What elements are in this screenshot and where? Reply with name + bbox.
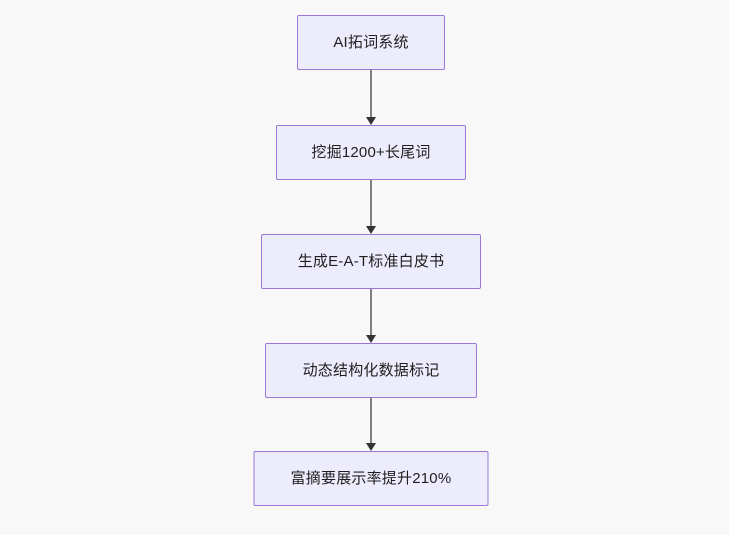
flow-node-label: 生成E-A-T标准白皮书: [297, 253, 445, 270]
flow-connector-node-2-to-node-3: [364, 180, 378, 234]
flow-node-ai-keyword-system[interactable]: AI拓词系统: [297, 15, 445, 70]
flow-connector-node-4-to-node-5: [364, 398, 378, 451]
flow-node-mine-longtail-keywords[interactable]: 挖掘1200+长尾词: [276, 125, 466, 180]
arrowhead-icon: [366, 117, 376, 125]
flow-node-rich-snippet-rate-increase[interactable]: 富摘要展示率提升210%: [253, 451, 489, 506]
flow-node-dynamic-structured-data-markup[interactable]: 动态结构化数据标记: [265, 343, 477, 398]
flow-connector-node-3-to-node-4: [364, 289, 378, 343]
flow-node-label: 挖掘1200+长尾词: [311, 144, 431, 161]
arrowhead-icon: [366, 335, 376, 343]
flow-node-label: 动态结构化数据标记: [302, 362, 440, 379]
flow-connector-node-1-to-node-2: [364, 70, 378, 125]
flow-node-label: AI拓词系统: [333, 34, 409, 51]
flow-node-generate-eat-whitepaper[interactable]: 生成E-A-T标准白皮书: [261, 234, 481, 289]
arrowhead-icon: [366, 443, 376, 451]
flow-node-label: 富摘要展示率提升210%: [290, 470, 452, 487]
arrowhead-icon: [366, 226, 376, 234]
